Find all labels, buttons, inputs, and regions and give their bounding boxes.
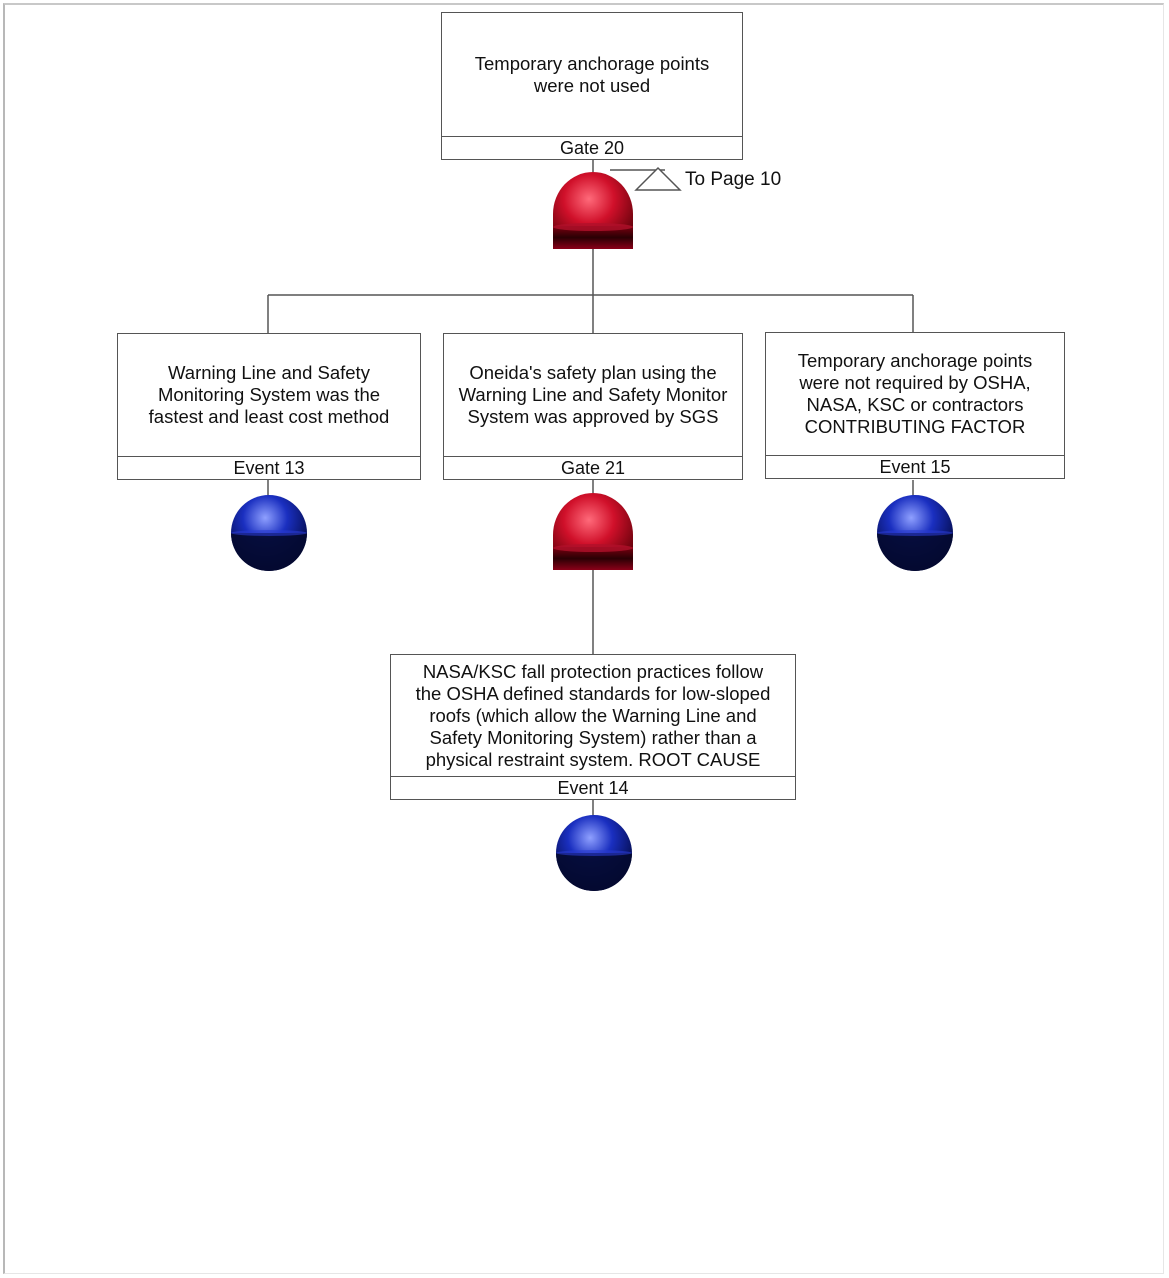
gate-21-box[interactable]: Oneida's safety plan using the Warning L…: [443, 333, 743, 480]
event-14-box[interactable]: NASA/KSC fall protection practices follo…: [390, 654, 796, 800]
event-15-description: Temporary anchorage points were not requ…: [797, 350, 1033, 437]
event-14-label: Event 14: [391, 776, 795, 799]
gate-20-box[interactable]: Temporary anchorage points were not used…: [441, 12, 743, 160]
gate-20-description: Temporary anchorage points were not used: [474, 52, 710, 96]
gate-20-label: Gate 20: [442, 136, 742, 159]
basic-event-icon: [877, 495, 953, 571]
event-15-box[interactable]: Temporary anchorage points were not requ…: [765, 332, 1065, 479]
event-13-description: Warning Line and Safety Monitoring Syste…: [148, 362, 390, 427]
event-13-label: Event 13: [118, 456, 420, 479]
event-15-label: Event 15: [766, 455, 1064, 478]
page-frame: [3, 3, 1164, 1274]
transfer-link[interactable]: To Page 10: [685, 168, 781, 192]
and-gate-icon: [553, 493, 633, 570]
basic-event-icon: [231, 495, 307, 571]
transfer-link-text: To Page 10: [685, 169, 782, 190]
event-13-box[interactable]: Warning Line and Safety Monitoring Syste…: [117, 333, 421, 480]
and-gate-icon: [553, 172, 633, 249]
gate-21-description: Oneida's safety plan using the Warning L…: [458, 362, 728, 427]
event-14-description: NASA/KSC fall protection practices follo…: [415, 660, 771, 770]
basic-event-icon: [556, 815, 632, 891]
gate-21-label: Gate 21: [444, 456, 742, 479]
transfer-triangle-icon: [634, 166, 682, 191]
